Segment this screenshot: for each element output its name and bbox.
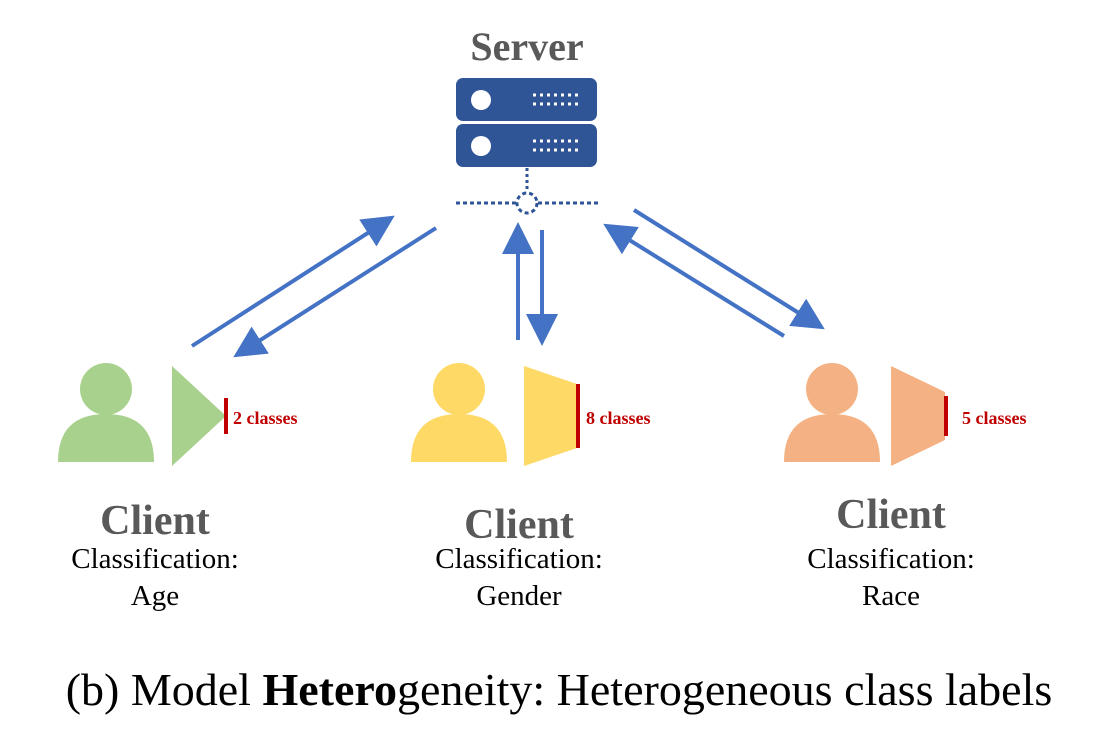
- client-task-label: Classification:: [807, 543, 975, 575]
- model-trapezoid-icon: [891, 366, 945, 466]
- client-title: Client: [464, 502, 574, 548]
- model-triangle-icon: [172, 366, 226, 466]
- client-title: Client: [836, 492, 946, 538]
- model-trapezoid-icon: [524, 366, 577, 466]
- classes-label: 2 classes: [233, 408, 298, 428]
- client-task-label: Classification:: [435, 543, 603, 575]
- server-label: Server: [470, 24, 583, 69]
- person-icon: [411, 363, 507, 462]
- arrow-right-down: [632, 208, 825, 330]
- arrows: [190, 208, 825, 358]
- caption-bold: Hetero: [262, 664, 397, 715]
- person-icon: [58, 363, 154, 462]
- caption-suffix: geneity: Heterogeneous class labels: [397, 664, 1052, 715]
- client-age: 2 classes Client Classification: Age: [58, 363, 298, 612]
- client-gender: 8 classes Client Classification: Gender: [411, 363, 651, 612]
- client-title: Client: [100, 498, 210, 544]
- client-task-value: Age: [131, 580, 179, 612]
- arrow-left-up: [190, 215, 395, 348]
- server-icon: [456, 78, 598, 215]
- caption: (b) Model Heterogeneity: Heterogeneous c…: [66, 664, 1053, 715]
- arrow-left-down: [233, 226, 438, 358]
- person-icon: [784, 363, 880, 462]
- client-race: 5 classes Client Classification: Race: [784, 363, 1027, 612]
- arrow-right-up: [603, 223, 786, 338]
- classes-label: 5 classes: [962, 408, 1027, 428]
- classes-label: 8 classes: [586, 408, 651, 428]
- client-task-value: Race: [862, 580, 920, 612]
- caption-prefix: (b) Model: [66, 664, 263, 715]
- client-task-label: Classification:: [71, 543, 239, 575]
- client-task-value: Gender: [476, 580, 562, 612]
